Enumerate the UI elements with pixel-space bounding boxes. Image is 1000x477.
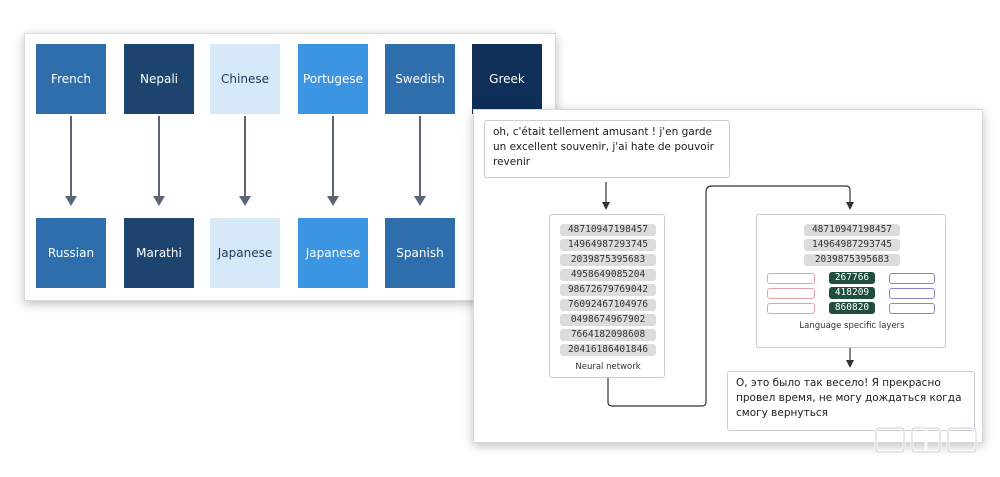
target-lang-russian: Russian [36, 218, 106, 288]
arrow-down-icon [65, 196, 77, 206]
layer-value: 418209 [829, 287, 875, 299]
connector-line [607, 185, 851, 407]
nn-number: 20416186401846 [560, 344, 656, 356]
arrow-line [419, 116, 421, 196]
arrow-line [332, 116, 334, 196]
arrow-down-icon [846, 202, 854, 210]
input-text-bubble: oh, c'était tellement amusant ! j'en gar… [484, 120, 730, 178]
layer-number: 2039875395683 [804, 254, 900, 266]
arrow-line [70, 116, 72, 196]
source-lang-chinese: Chinese [210, 44, 280, 114]
nn-number: 14964987293745 [560, 239, 656, 251]
target-lang-spanish: Spanish [385, 218, 455, 288]
target-lang-marathi: Marathi [124, 218, 194, 288]
nn-number: 4958649085204 [560, 269, 656, 281]
arrow-down-icon [846, 360, 854, 368]
source-lang-portugese: Portugese [298, 44, 368, 114]
layer-value: 267766 [829, 272, 875, 284]
nn-number: 2039875395683 [560, 254, 656, 266]
red-layer-slot [767, 273, 815, 284]
nn-number: 98672679769042 [560, 284, 656, 296]
arrow-line [158, 116, 160, 196]
source-lang-greek: Greek [472, 44, 542, 114]
layer-number: 14964987293745 [804, 239, 900, 251]
source-lang-french: French [36, 44, 106, 114]
pipeline-connectors [602, 182, 854, 407]
purple-layer-slot [889, 303, 935, 314]
target-lang-japanese-light: Japanese [210, 218, 280, 288]
arrow-down-icon [327, 196, 339, 206]
arrow-line [244, 116, 246, 196]
language-mapping-panel: French Nepali Chinese Portugese Swedish … [24, 33, 556, 301]
translation-pipeline-panel: oh, c'était tellement amusant ! j'en gar… [473, 109, 983, 443]
nn-number: 7664182098608 [560, 329, 656, 341]
layer-value: 860820 [829, 302, 875, 314]
red-layer-slot [767, 288, 815, 299]
nn-number: 0498674967902 [560, 314, 656, 326]
arrow-down-icon [414, 196, 426, 206]
purple-layer-slot [889, 288, 935, 299]
language-layers-box: 48710947198457 14964987293745 2039875395… [756, 214, 946, 348]
purple-layer-slot [889, 273, 935, 284]
watermark-logo-icon [874, 426, 978, 454]
neural-network-box: 48710947198457 14964987293745 2039875395… [549, 214, 665, 378]
arrow-down-icon [602, 202, 610, 210]
output-text-bubble: О, это было так весело! Я прекрасно пров… [727, 371, 975, 431]
arrow-down-icon [153, 196, 165, 206]
layers-caption: Language specific layers [799, 321, 905, 331]
layer-number: 48710947198457 [804, 224, 900, 236]
arrow-down-icon [239, 196, 251, 206]
nn-number: 76092467104976 [560, 299, 656, 311]
nn-caption: Neural network [575, 362, 641, 372]
source-lang-swedish: Swedish [385, 44, 455, 114]
source-lang-nepali: Nepali [124, 44, 194, 114]
target-lang-japanese-bright: Japanese [298, 218, 368, 288]
red-layer-slot [767, 303, 815, 314]
nn-number: 48710947198457 [560, 224, 656, 236]
